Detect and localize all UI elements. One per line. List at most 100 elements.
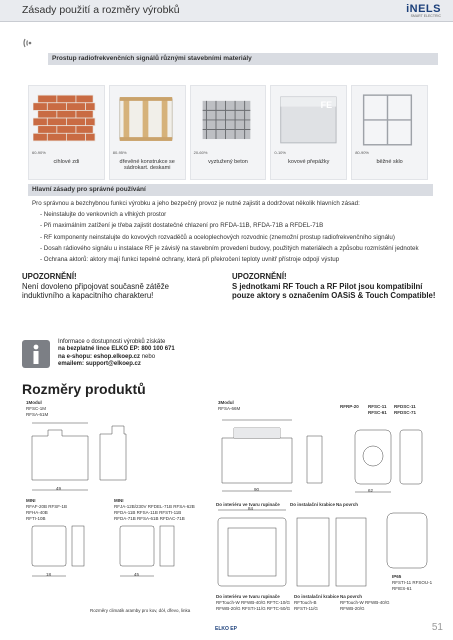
material-name: běžné sklo	[376, 159, 403, 165]
din2-label: 3Modul	[218, 400, 234, 405]
info-block: Informace o dostupnosti výrobků získáte …	[58, 339, 175, 368]
material-pct: 60-90%	[32, 150, 46, 155]
ip65-model: RFSTI-11 RFSOU-1	[392, 580, 433, 585]
mini2-label: MINI	[114, 498, 124, 503]
dim-value: 18	[46, 572, 52, 577]
wall-c-model: RFWB-20/G	[340, 606, 365, 611]
dim-value: 90	[254, 487, 260, 492]
mini-model: RFHA-40B	[26, 510, 48, 515]
mini2-model: RFDA-11B RFSA-11B RFSTI-11B	[114, 510, 182, 515]
principles-heading-text: Hlavní zásady pro správné používání	[32, 186, 146, 193]
wall-label: Do interiéru ve tvaru rupinače	[216, 502, 280, 507]
material-pct: 20-60%	[193, 150, 208, 155]
info-icon	[22, 340, 50, 368]
rfrp-model: RFDSC-71	[394, 410, 417, 415]
principle-item: - Neinstalujte do venkovních a vlhkých p…	[40, 211, 167, 219]
wall-label: Na povrch	[336, 502, 359, 507]
din2-model: RFSA-66M	[218, 406, 241, 411]
principle-item: - RF komponenty neinstalujte do kovových…	[40, 233, 395, 241]
din1-model: RFSC-1M	[26, 406, 46, 411]
wood-frame-image	[114, 90, 181, 148]
wall-a-model: RFTouch-W RFWB-40/G RFTC-10/G	[216, 600, 291, 605]
mini2-model: RFJA-12B/230V RFDEL-71B RFSA-62B	[114, 504, 195, 509]
rfrp-model: RFSC-11	[368, 404, 387, 409]
info-line2: na bezplatné lince ELKO EP: 800 100 671	[58, 346, 175, 353]
principles-intro: Pro správnou a bezchybnou funkci výrobku…	[32, 200, 360, 207]
material-name: vyztužený beton	[208, 159, 248, 165]
signal-icon	[22, 35, 38, 54]
material-glass: 80-90% běžné sklo	[351, 85, 428, 180]
wall-c-title: Na povrch	[340, 594, 363, 599]
wall-a-title: Do interiéru ve tvaru rupinače	[216, 594, 280, 599]
material-concrete: 20-60% vyztužený beton	[189, 85, 267, 180]
mini-model: RFAF-20B RFSF-1B	[26, 504, 68, 509]
header-bar: Zásady použití a rozměry výrobků iNELS S…	[0, 0, 453, 22]
material-metal: FE 0-10% kovové přepážky	[270, 85, 348, 180]
glass-image	[356, 90, 423, 148]
principles-list: Pro správnou a bezchybnou funkci výrobku…	[32, 198, 432, 265]
wall-b-model: RFTouch-B	[294, 600, 317, 605]
rfrp-model: RFRP-20	[340, 404, 359, 409]
din1-model: RFSA-61M	[26, 412, 49, 417]
principles-heading: Hlavní zásady pro správné používání	[28, 184, 433, 196]
info-line4-prefix: emailem:	[58, 360, 86, 367]
warning-right: UPOZORNĚNÍ! S jednotkami RF Touch a RF P…	[232, 272, 435, 301]
warning-right-line1: S jednotkami RF Touch a RF Pilot jsou ko…	[232, 281, 423, 291]
wall-b-model: RFSTI-11/G	[294, 606, 318, 611]
ip65-title: IP65	[392, 574, 402, 579]
material-name: cihlové zdi	[53, 159, 80, 165]
eshop-link[interactable]: eshop.elkoep.cz	[93, 353, 141, 360]
material-brick: 60-90% cihlové zdi	[28, 85, 105, 180]
material-pct: 0-10%	[274, 150, 286, 155]
warning-left-line: induktivního a kapacitního charakteru!	[22, 291, 154, 300]
warning-right-line2-bold: OASiS & Touch Compatible!	[331, 291, 436, 300]
footer-logo: ELKO EP	[215, 626, 237, 632]
wall-label: Do instalační krabice	[290, 502, 336, 507]
ip65-model: RFIES-61	[392, 586, 412, 591]
material-name: kovové přepážky	[288, 159, 330, 165]
mini2-model: RFDA-71B RFSA-61B RFDAC-71B	[114, 516, 185, 521]
dimensions-note: Rozměry climatik aramby pro kov, dół, dř…	[90, 608, 191, 613]
concrete-image	[195, 90, 262, 148]
brand-logo: iNELS	[406, 3, 441, 15]
wall-a-model: RFWB-20/G RFSTI-11/G RFTC-50/G	[216, 606, 291, 611]
rfrp-model: RFSC-61	[368, 410, 387, 415]
warning-right-line2-prefix: pouze aktory s označením	[232, 291, 332, 300]
info-line1: Informace o dostupnosti výrobků získáte	[58, 339, 166, 345]
din1-label: 1Modul	[26, 400, 42, 405]
wall-b-title: Do instalační krabice	[294, 594, 340, 599]
metal-panel-image: FE	[275, 90, 342, 148]
principle-item: - Při maximálním zatížení je třeba zajis…	[40, 222, 324, 230]
materials-row: 60-90% cihlové zdi 80-95% dřevěné konstr…	[28, 85, 428, 180]
brick-wall-image	[32, 90, 100, 148]
warning-right-title: UPOZORNĚNÍ!	[232, 272, 287, 281]
warning-left: UPOZORNĚNÍ! Není dovoleno připojovat sou…	[22, 272, 169, 301]
dim-value: 45	[134, 572, 140, 577]
materials-heading-text: Prostup radiofrekvenčních signálů různým…	[52, 55, 252, 62]
dimensions-title: Rozměry produktů	[22, 381, 146, 397]
material-wood: 80-95% dřevěné konstrukce se sádrokart. …	[108, 85, 186, 180]
principle-item: - Ochrana aktorů: aktory mají funkci tep…	[40, 256, 340, 264]
warning-left-line: Není dovoleno připojovat současně zátěže	[22, 281, 169, 291]
materials-heading: Prostup radiofrekvenčních signálů různým…	[48, 53, 438, 65]
email-link[interactable]: support@elkoep.cz	[85, 360, 141, 367]
material-pct: 80-95%	[112, 150, 127, 155]
page-title: Zásady použití a rozměry výrobků	[22, 4, 180, 16]
page-number: 51	[431, 622, 443, 633]
material-name: dřevěné konstrukce se sádrokart. deskami	[119, 159, 175, 171]
material-pct: 80-90%	[355, 150, 369, 155]
dim-value: 84	[248, 506, 254, 511]
brand-logo-sub: SMART ELECTRIC	[410, 14, 441, 18]
dimension-lines-svg	[31, 419, 428, 587]
dim-value: 62	[368, 488, 374, 493]
dimension-drawings: 1Modul RFSC-1M RFSA-61M 3Modul RFSA-66M …	[22, 398, 442, 618]
wall-c-model: RFTouch-W RFWB-40/G	[340, 600, 390, 605]
dim-value: 49	[56, 486, 62, 491]
info-line3-prefix: na e-shopu:	[58, 353, 94, 360]
warning-left-title: UPOZORNĚNÍ!	[22, 272, 77, 281]
rfrp-model: RFDSC-11	[394, 404, 416, 409]
mini-label: MINI	[26, 498, 36, 503]
mini-model: RFTI-10B	[26, 516, 46, 521]
principle-item: - Dosah rádiového signálu u instalace RF…	[40, 244, 419, 252]
info-line3-suffix: nebo	[140, 353, 156, 360]
